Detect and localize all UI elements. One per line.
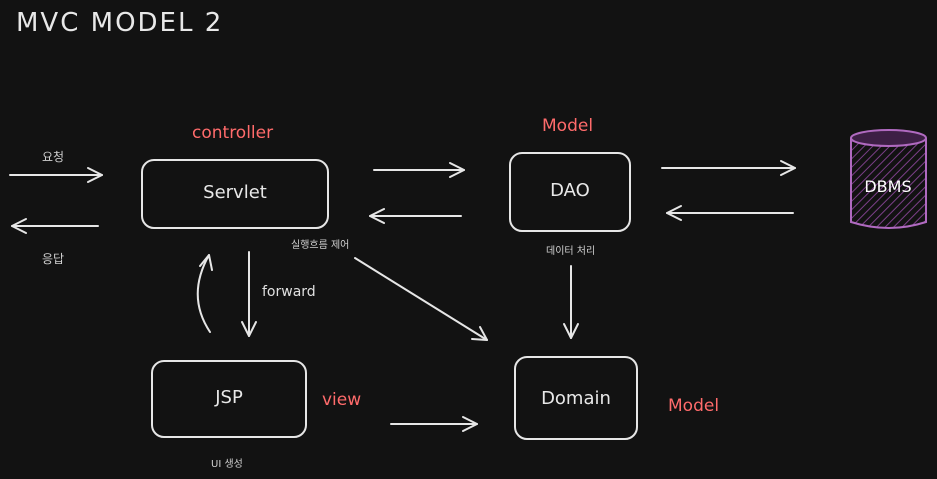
dbms-to-dao-arrow xyxy=(666,205,794,221)
response-label: 응답 xyxy=(42,252,65,266)
dao-box xyxy=(509,152,631,232)
response-arrow xyxy=(11,218,99,234)
dao-caption: 데이터 처리 xyxy=(546,246,596,257)
dao-to-dbms-arrow xyxy=(661,160,796,176)
servlet-caption: 실행흐름 제어 xyxy=(291,240,350,251)
servlet-to-domain-arrow xyxy=(354,257,488,341)
jsp-role: view xyxy=(322,390,362,410)
domain-box xyxy=(514,356,638,440)
jsp-box xyxy=(151,360,307,438)
jsp-caption: UI 생성 xyxy=(211,459,243,470)
domain-label: Domain xyxy=(541,388,611,409)
dbms-label: DBMS xyxy=(864,177,912,196)
forward-label: forward xyxy=(262,284,316,300)
request-label: 요청 xyxy=(42,150,65,164)
servlet-to-dao-arrow xyxy=(373,162,465,178)
dao-role: Model xyxy=(542,116,594,136)
dao-to-servlet-arrow xyxy=(369,208,462,224)
dbms-cylinder xyxy=(850,129,927,229)
servlet-label: Servlet xyxy=(203,182,267,203)
forward-arrow xyxy=(241,251,257,337)
servlet-box xyxy=(141,159,329,229)
jsp-to-servlet-arrow xyxy=(196,254,213,333)
diagram-title: MVC MODEL 2 xyxy=(16,8,224,38)
servlet-role: controller xyxy=(192,123,274,143)
domain-role: Model xyxy=(668,396,720,416)
dao-to-domain-arrow xyxy=(563,265,579,339)
dao-label: DAO xyxy=(550,180,590,201)
jsp-label: JSP xyxy=(215,387,243,408)
jsp-to-domain-arrow xyxy=(390,416,478,432)
request-arrow xyxy=(9,167,103,183)
